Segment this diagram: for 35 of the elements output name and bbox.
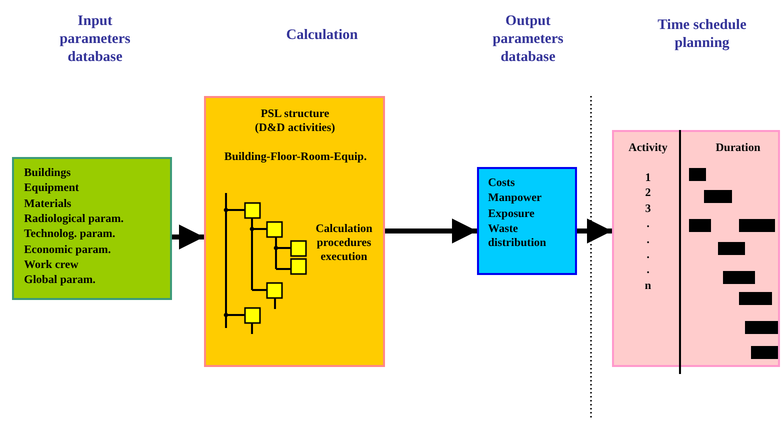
input-item: Work crew (24, 258, 80, 272)
activity-number: 3 (644, 202, 652, 216)
activity-number: . (646, 217, 650, 232)
arrow (385, 218, 477, 244)
column-heading: Time schedule planning (656, 16, 748, 52)
output-item: Manpower (488, 191, 543, 206)
input-item: Buildings (24, 166, 72, 180)
calculation-text: Building-Floor-Room-Equip. (223, 150, 368, 164)
activity-number: . (646, 232, 650, 247)
column-header: Activity (628, 141, 668, 155)
activity-number: . (646, 248, 650, 262)
calculation-text: PSL structure (D&D activities) (254, 107, 336, 135)
column-heading: Output parameters database (492, 12, 564, 66)
input-box (12, 157, 172, 300)
output-item: Exposure (488, 206, 536, 221)
calculation-box (204, 96, 385, 367)
input-item: Economic param. (24, 242, 112, 256)
activity-number: 2 (644, 186, 652, 200)
column-header: Duration (714, 141, 762, 155)
output-item: Costs (488, 176, 516, 190)
column-heading: Calculation (285, 26, 359, 44)
activity-number: 1 (644, 171, 652, 185)
arrow (577, 218, 612, 244)
input-item: Materials (24, 196, 72, 211)
input-item: Global param. (24, 273, 97, 288)
output-box (477, 167, 577, 275)
column-heading: Input parameters database (58, 12, 132, 66)
calculation-text: Calculation procedures execution (314, 222, 374, 264)
activity-number: . (646, 263, 650, 278)
activity-number: n (644, 278, 652, 293)
input-item: Technolog. param. (24, 227, 116, 242)
arrow (172, 224, 204, 250)
input-item: Equipment (24, 181, 80, 196)
input-item: Radiological param. (24, 212, 125, 226)
output-item: Waste distribution (488, 222, 548, 250)
